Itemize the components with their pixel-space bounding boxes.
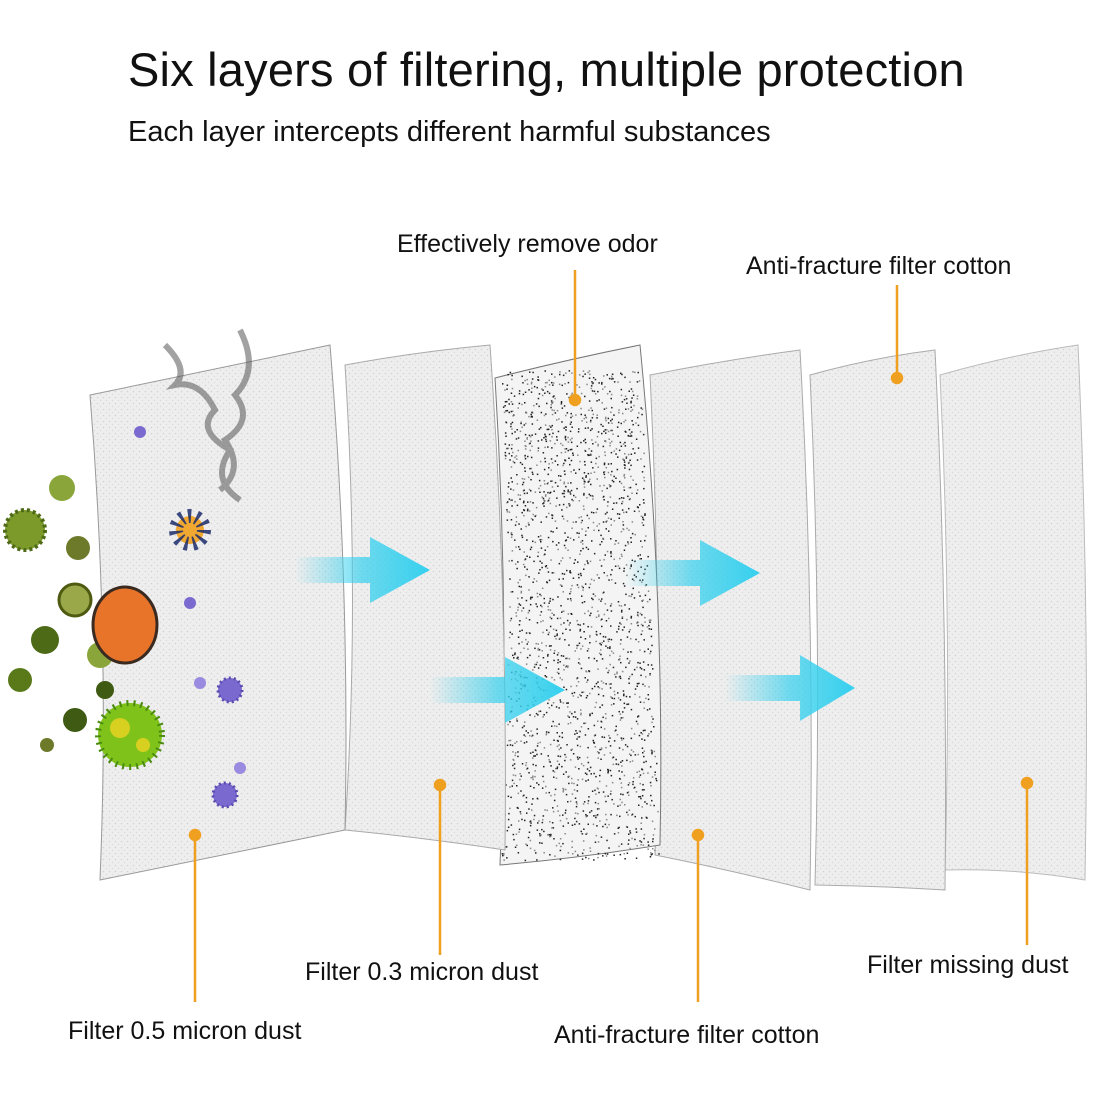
germ-icon: [49, 475, 75, 501]
leader-lines: [188, 270, 1034, 1002]
leader-dot: [568, 393, 582, 407]
label-layer-4: Anti-fracture filter cotton: [554, 1021, 820, 1049]
bacteria-icon: [91, 585, 159, 665]
filter-layer-6: [939, 344, 1087, 881]
leader-dot: [188, 828, 202, 842]
label-layer-3: Effectively remove odor: [397, 230, 658, 258]
infographic-subtitle: Each layer intercepts different harmful …: [128, 116, 771, 148]
germ-icon: [31, 626, 59, 654]
airflow-arrow: [625, 540, 760, 606]
germ-icon: [95, 700, 165, 770]
airflow-arrow: [295, 537, 430, 603]
virus-icon: [184, 597, 196, 609]
airflow-arrow: [725, 655, 855, 721]
virus-icon: [134, 426, 146, 438]
virus-icon: [211, 781, 239, 809]
leader-dot: [1020, 776, 1034, 790]
virus-icon: [194, 677, 206, 689]
charcoal-texture: [501, 370, 660, 862]
virus-icon: [234, 762, 246, 774]
leader-dot: [433, 778, 447, 792]
label-layer-5: Anti-fracture filter cotton: [746, 252, 1012, 280]
smoke-icon: [162, 328, 252, 503]
label-layer-6: Filter missing dust: [867, 951, 1069, 979]
germ-icon: [8, 668, 32, 692]
filter-layer-2: [344, 344, 506, 851]
germ-icon: [3, 508, 47, 552]
filter-layer-4: [649, 349, 812, 891]
airflow-arrow: [430, 657, 565, 723]
label-layer-1: Filter 0.5 micron dust: [68, 1017, 302, 1045]
germ-icon: [96, 681, 114, 699]
filter-layer-5: [809, 349, 947, 891]
virus-icon: [216, 676, 244, 704]
label-layer-2: Filter 0.3 micron dust: [305, 958, 539, 986]
germ-icon: [57, 582, 93, 618]
germ-icon: [66, 536, 90, 560]
germs-cluster: [3, 426, 246, 809]
germ-icon: [40, 738, 54, 752]
infographic-title: Six layers of filtering, multiple protec…: [128, 43, 965, 96]
leader-dot: [691, 828, 705, 842]
germ-icon: [63, 708, 87, 732]
virus-icon: [169, 509, 211, 551]
leader-dot: [890, 371, 904, 385]
